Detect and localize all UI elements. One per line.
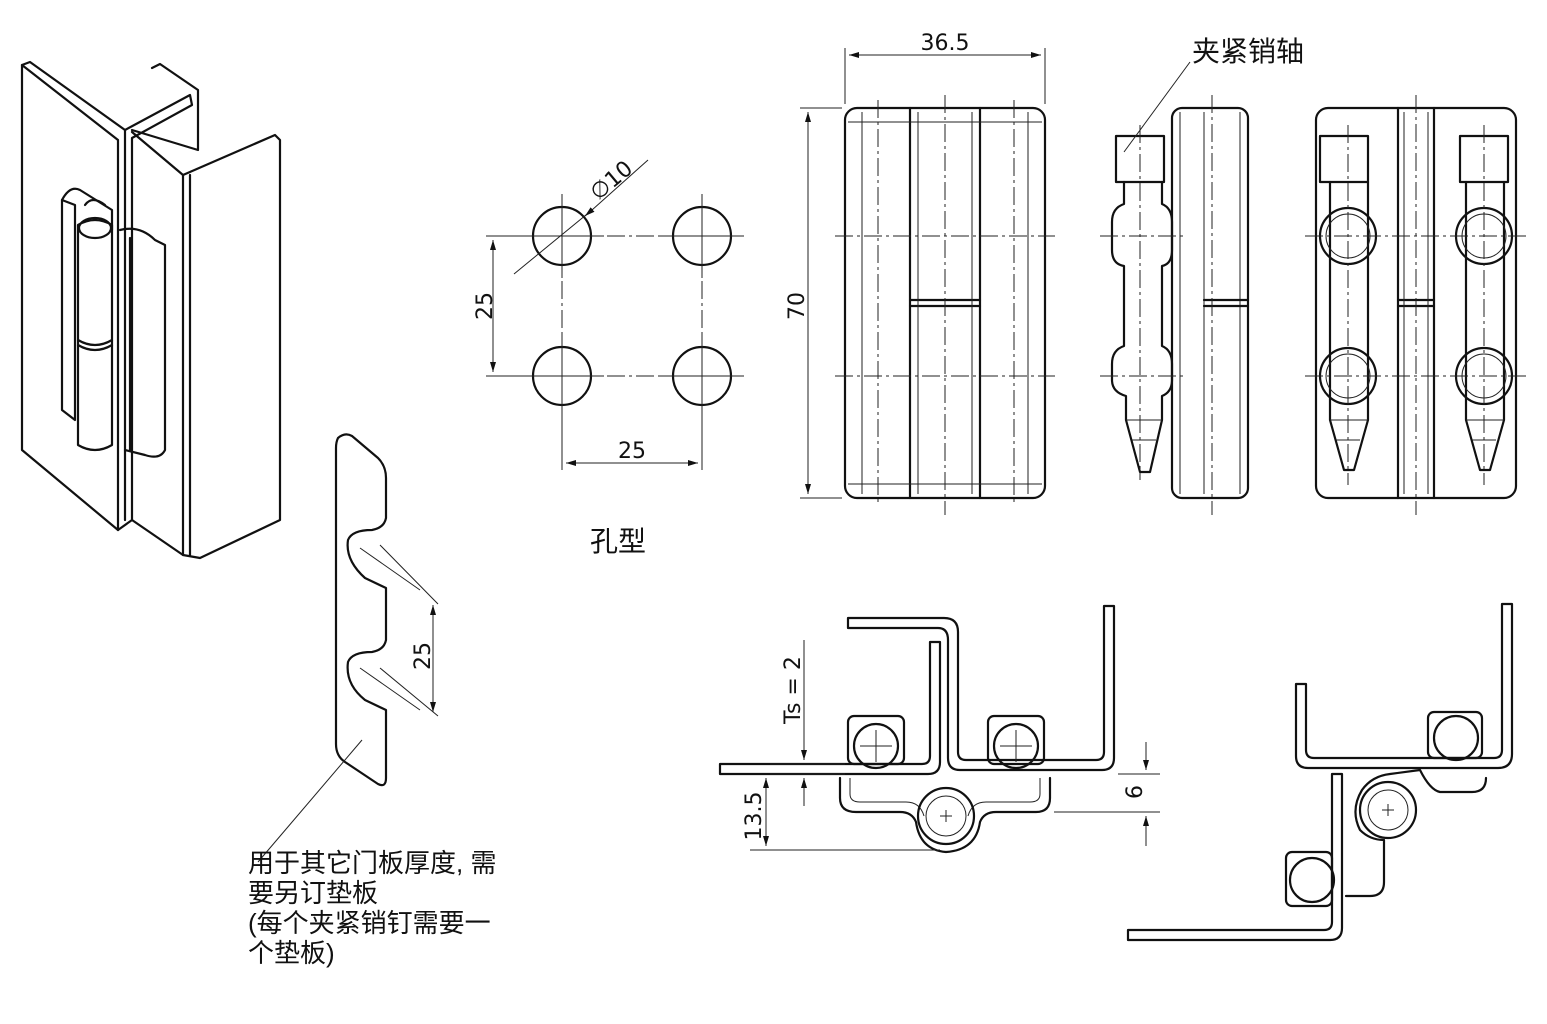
left-panel-face (20, 63, 120, 532)
shim-note: 用于其它门板厚度, 需 要另订垫板 (每个夹紧销钉需要一 个垫板) (248, 848, 568, 968)
hole-pattern-label: 孔型 (590, 526, 647, 557)
pin-body (1110, 180, 1174, 474)
dim-height: 70 (785, 292, 810, 320)
section-knuckle (916, 786, 976, 846)
section-right-sheet (846, 604, 1116, 772)
shim-slot-centers (359, 547, 421, 711)
dim-shim-spacing: 25 (411, 642, 436, 670)
section2-pin-side (1284, 850, 1334, 908)
section-view-folded (1126, 602, 1514, 942)
section2-side-sheet (1126, 772, 1344, 942)
shim-plate-view: 25 (257, 433, 439, 863)
shim-note-line-4: 个垫板) (248, 938, 335, 968)
dim-hole-vertical: 25 (473, 292, 498, 320)
hinge-leaf-left (60, 198, 77, 422)
knuckle-top-ellipse (77, 216, 113, 240)
section-pin-right (986, 714, 1046, 766)
shim-note-line-1: 用于其它门板厚度, 需 (248, 848, 497, 878)
hinge-leaf-right (118, 227, 167, 458)
section2-knuckle (1358, 780, 1418, 840)
isometric-hinge-view (20, 60, 282, 560)
section2-pin-top (1426, 710, 1484, 760)
right-panel-side (181, 133, 282, 560)
section-view-open: Ts = 2 13.5 6 (718, 604, 1160, 854)
dim-depth: 13.5 (742, 792, 767, 841)
dim-width: 36.5 (921, 31, 970, 56)
dim-offset: 6 (1123, 785, 1148, 799)
left-panel-edge (20, 60, 194, 532)
right-panel-top (130, 62, 200, 152)
dim-sheet-thickness: Ts = 2 (781, 656, 806, 725)
knuckle-joint (76, 338, 114, 347)
rear-view (1305, 95, 1530, 515)
shim-note-line-2: 要另订垫板 (248, 878, 379, 908)
section-knuckle-body (838, 776, 1052, 854)
hinge-leaf-top (60, 187, 114, 232)
section-pin-left (846, 714, 906, 766)
dim-hole-diameter: ∅10 (586, 156, 638, 205)
hinge-knuckle (76, 218, 114, 452)
shim-outline (334, 433, 388, 787)
clamp-pin-label: 夹紧销轴 (1192, 36, 1305, 67)
front-knuckle-lines (908, 106, 982, 500)
side-body (1170, 106, 1250, 500)
section2-top-sheet (1294, 602, 1514, 770)
side-view (1100, 61, 1250, 515)
front-view: 36.5 70 (785, 31, 1055, 515)
dim-hole-horizontal: 25 (618, 439, 646, 464)
clamp-pin-leader (1123, 61, 1191, 153)
shim-note-line-3: (每个夹紧销钉需要一 (248, 908, 491, 938)
hole-pattern-view: 25 25 ∅10 (473, 156, 744, 470)
section2-knuckle-body (1344, 768, 1488, 898)
right-panel-face (130, 130, 185, 557)
knuckle-joint-2 (76, 343, 114, 352)
section-left-sheet (718, 640, 942, 776)
shim-note-leader (257, 739, 363, 863)
knuckle-pin-notch (83, 198, 107, 207)
